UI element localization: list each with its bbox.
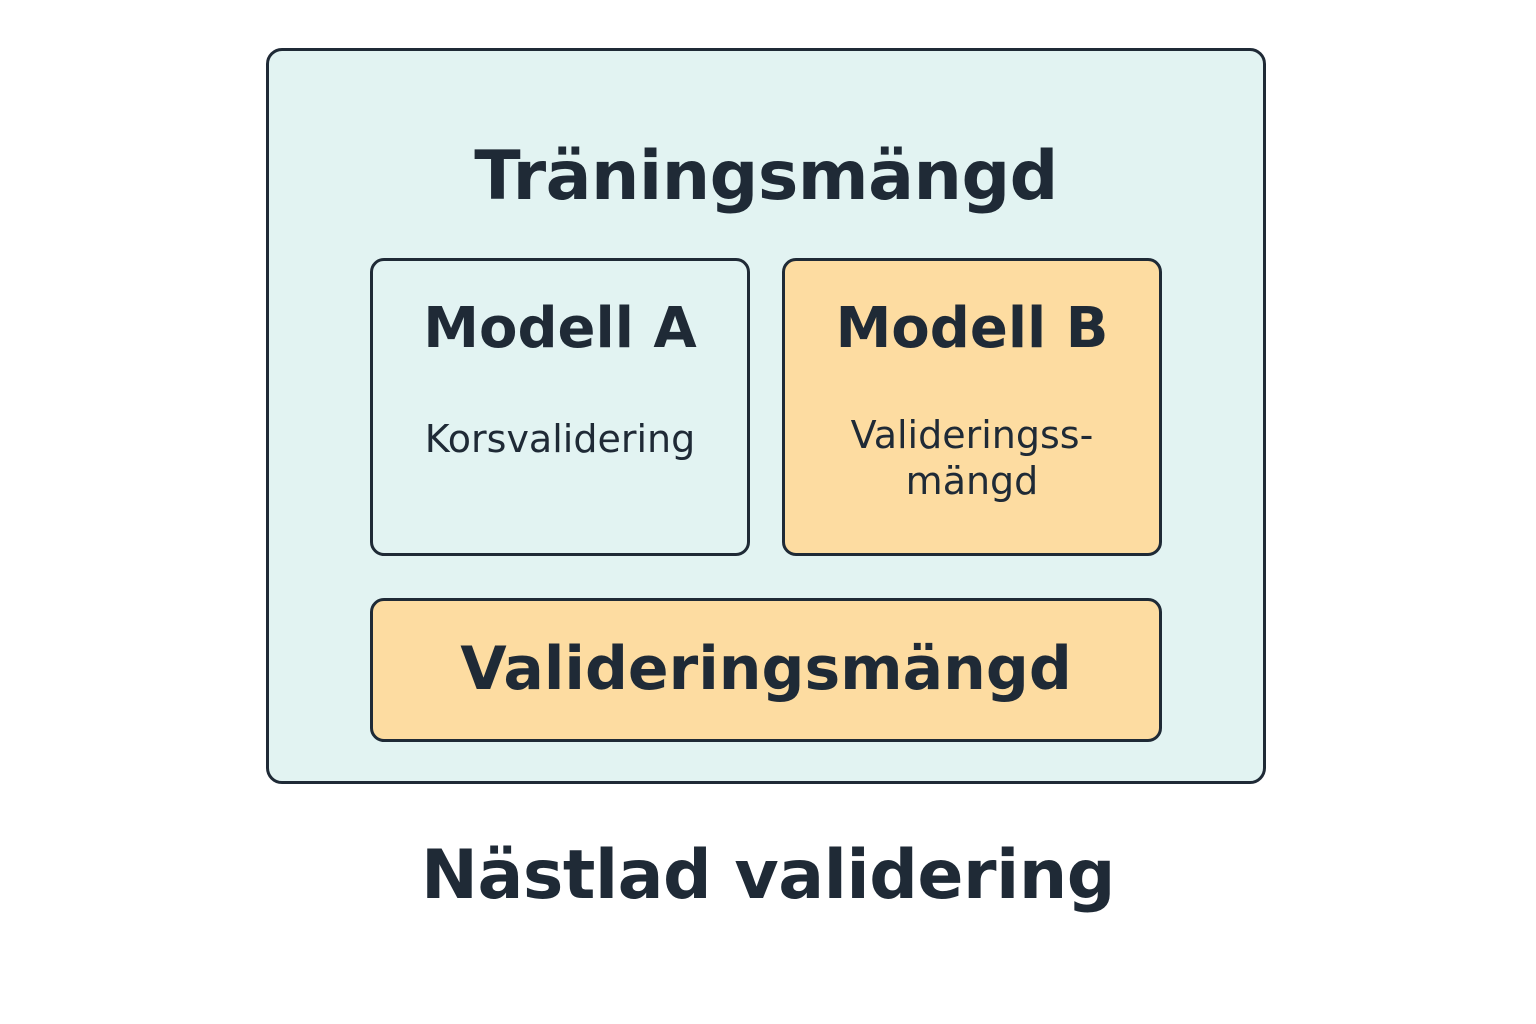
model-b-title: Modell B — [835, 296, 1109, 361]
validation-set-box: Valideringsmängd — [370, 598, 1162, 742]
model-a-box: Modell A Korsvalidering — [370, 258, 750, 556]
diagram-caption: Nästlad validering — [421, 836, 1115, 915]
model-b-subtitle-line2: mängd — [905, 458, 1039, 503]
model-a-title: Modell A — [423, 296, 697, 361]
training-set-label: Träningsmängd — [474, 137, 1058, 216]
model-a-subtitle: Korsvalidering — [424, 417, 696, 461]
model-b-subtitle: Valideringss- mängd — [785, 413, 1159, 504]
model-b-box: Modell B Valideringss- mängd — [782, 258, 1162, 556]
validation-set-label: Valideringsmängd — [460, 634, 1072, 704]
model-b-subtitle-line1: Valideringss- — [850, 413, 1094, 457]
